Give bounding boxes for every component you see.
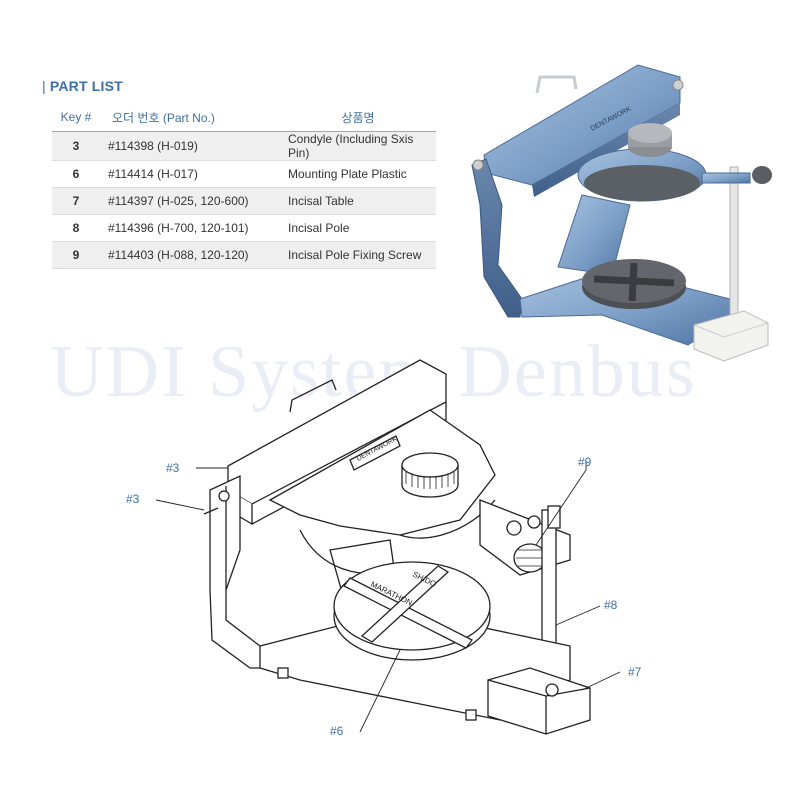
- row-product-name: Incisal Pole Fixing Screw: [280, 241, 436, 269]
- table-row: 9 #114403 (H-088, 120-120) Incisal Pole …: [52, 241, 436, 269]
- row-key: 6: [52, 160, 100, 188]
- col-part-no-header: 오더 번호 (Part No.): [100, 103, 280, 132]
- callout-key-8: #8: [604, 598, 618, 612]
- row-key: 7: [52, 187, 100, 215]
- row-product-name: Incisal Table: [280, 187, 436, 215]
- table-row: 6 #114414 (H-017) Mounting Plate Plastic: [52, 160, 436, 188]
- row-part-no: #114397 (H-025, 120-600): [100, 187, 280, 215]
- part-list-title: PART LIST: [49, 78, 123, 94]
- row-key: 8: [52, 214, 100, 242]
- articulator-photo: DENTAWORK: [471, 64, 772, 362]
- row-product-name: Mounting Plate Plastic: [280, 160, 436, 188]
- part-list-heading: |PART LIST: [42, 78, 123, 94]
- row-part-no: #114396 (H-700, 120-101): [100, 214, 280, 242]
- table-row: 8 #114396 (H-700, 120-101) Incisal Pole: [52, 214, 436, 242]
- row-key: 9: [52, 241, 100, 269]
- callout-key-3-upper: #3: [166, 461, 180, 475]
- row-part-no: #114414 (H-017): [100, 160, 280, 188]
- callout-key-3-lower: #3: [126, 492, 140, 506]
- table-row: 7 #114397 (H-025, 120-600) Incisal Table: [52, 187, 436, 215]
- row-part-no: #114398 (H-019): [100, 131, 280, 161]
- callout-key-9: #9: [578, 455, 592, 469]
- part-list-table: Key # 오더 번호 (Part No.) 상품명 3 #114398 (H-…: [52, 103, 436, 269]
- row-product-name: Incisal Pole: [280, 214, 436, 242]
- col-key-header: Key #: [52, 103, 100, 132]
- callout-key-7: #7: [628, 665, 642, 679]
- callout-key-6: #6: [330, 724, 344, 738]
- table-row: 3 #114398 (H-019) Condyle (Including Sxi…: [52, 131, 436, 161]
- row-part-no: #114403 (H-088, 120-120): [100, 241, 280, 269]
- row-product-name: Condyle (Including Sxis Pin): [280, 131, 436, 161]
- table-header-row: Key # 오더 번호 (Part No.) 상품명: [52, 103, 436, 132]
- heading-bar: |: [42, 78, 46, 94]
- articulator-line-drawing: DENTAWORK MARATHON SHIDO: [155, 359, 621, 735]
- col-product-name-header: 상품명: [280, 103, 436, 132]
- row-key: 3: [52, 131, 100, 161]
